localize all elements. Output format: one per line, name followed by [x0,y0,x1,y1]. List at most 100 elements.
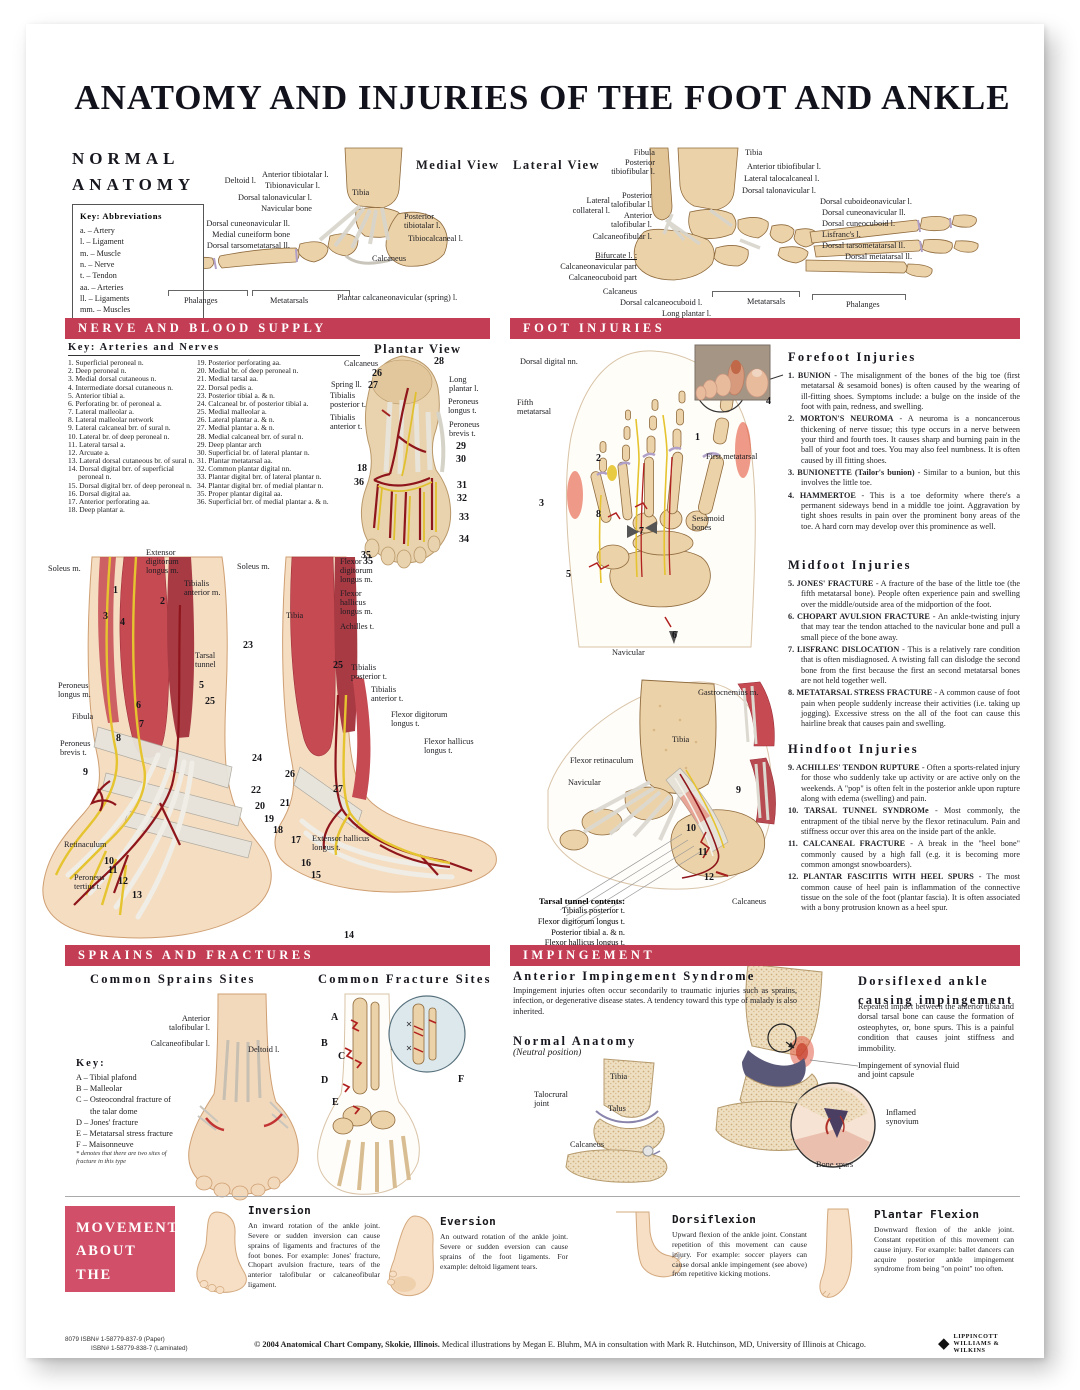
sprains-key-title: Key: [76,1058,106,1069]
tarsal-tunnel-item: Flexor digitorum longus t. [537,916,625,926]
impingement-normal-illustration [565,1058,668,1183]
artery-nerve-key-item: 3. Medial dorsal cutaneous n. [68,374,157,384]
dorsiflexed-text: Repeated impact between the anterior tib… [858,1002,1014,1053]
midfoot-injuries-block: Midfoot Injuries 5. JONES' FRACTURE - A … [788,558,1020,732]
abbreviation-item: aa. – Arteries [80,282,124,292]
common-sprains-title: Common Sprains Sites [90,972,256,986]
foot-injuries-dorsal-illustration [565,344,784,648]
plantar-flexion-title: Plantar Flexion [874,1208,980,1221]
fractures-foot-illustration [317,993,466,1195]
hindfoot-injury-item: 10. TARSAL TUNNEL SYNDROMe - Most common… [788,806,1020,836]
arteries-nerves-key-col2: 19. Posterior perforating aa.20. Medial … [197,358,359,506]
artery-nerve-key-item: 20. Medial br. of deep peroneal n. [197,366,299,376]
plantar-flexion-foot-icon [819,1208,853,1298]
artery-nerve-key-item: 36. Superficial brr. of medial plantar a… [197,496,329,506]
artery-nerve-key-item: 26. Lateral plantar a. & n. [197,415,275,425]
banner-foot-injuries: FOOT INJURIES [510,318,1020,339]
movement-box-line: MOVEMENT [76,1220,180,1236]
midfoot-injury-item: 8. METATARSAL STRESS FRACTURE - A common… [788,688,1021,729]
section-divider [65,1196,1020,1197]
forefoot-injury-item: 2. MORTON'S NEUROMA - A neuroma is a non… [788,414,1020,465]
eversion-text: An outward rotation of the ankle joint. … [440,1232,568,1271]
abbreviation-item: t. – Tendon [80,271,117,281]
tarsal-tunnel-title: Tarsal tunnel contents: [538,896,625,906]
banner-nerve-blood-supply: NERVE AND BLOOD SUPPLY [65,318,490,339]
artery-nerve-key-item: 4. Intermediate dorsal cutaneous n. [68,382,173,392]
hindfoot-injury-item: 9. ACHILLES' TENDON RUPTURE - Often a sp… [788,763,1020,803]
artery-nerve-key-item: 27. Medial plantar a. & n. [197,423,275,433]
dorsiflexion-text: Upward flexion of the ankle joint. Const… [672,1230,807,1279]
abbreviation-item: m. – Muscle [80,248,121,258]
anterior-impingement-text: Impingement injuries often occur seconda… [513,986,797,1016]
midfoot-injuries-heading: Midfoot Injuries [788,558,912,572]
sprains-key-item: E – Metatarsal stress fracture [76,1128,173,1138]
abbreviation-item: mm. – Muscles [80,305,131,315]
abbreviation-item: ll. – Ligaments [80,293,130,303]
isbn-block: 8079 ISBN# 1-58779-837-9 (Paper) ISBN# 1… [65,1336,188,1354]
lateral-phalanges-bracket [812,294,906,300]
forefoot-injury-item: 4. HAMMERTOE - This is a toe deformity w… [788,490,1020,531]
banner-sprains-fractures: SPRAINS AND FRACTURES [65,945,490,966]
abbreviation-item: n. – Nerve [80,259,115,269]
common-fractures-title: Common Fracture Sites [318,972,492,986]
sprains-key-item: B – Malleolar [76,1084,123,1094]
copyright-line: © 2004 Anatomical Chart Company, Skokie,… [240,1340,880,1349]
sprains-key-footnote: * denotes that there are two sites of fr… [76,1150,167,1165]
impingement-normal-sub: (Neutral position) [513,1048,582,1058]
sprains-foot-illustration [188,993,299,1201]
impingement-dorsiflexed-illustration [715,963,876,1168]
artery-nerve-key-item: 12. Arcuate a. [68,447,110,457]
dorsiflexed-heading: Dorsiflexed ankle causing impingement [858,974,1014,1007]
artery-nerve-key-item: 23. Posterior tibial a. & n. [197,390,275,400]
artery-nerve-key-item: 21. Medial tarsal aa. [197,374,259,384]
tarsal-tunnel-item: Tibialis posterior t. [561,906,625,915]
copyright-bold: © 2004 Anatomical Chart Company, Skokie,… [254,1340,440,1349]
artery-nerve-key-item: 6. Perforating br. of peroneal a. [68,398,162,408]
normal-anatomy-heading: NORMAL ANATOMY [72,149,196,195]
forefoot-injury-item: 1. BUNION - The misalignment of the bone… [788,371,1021,411]
artery-nerve-key-item: 8. Lateral malleolar network [68,415,154,425]
midfoot-injury-item: 7. LISFRANC DISLOCATION - This is a rela… [788,644,1020,685]
artery-nerve-key-item: 15. Dorsal digital brr. of deep peroneal… [68,480,192,490]
lateral-view-illustration [633,147,979,281]
hindfoot-injuries-block: Hindfoot Injuries 9. ACHILLES' TENDON RU… [788,742,1020,916]
sprains-key-item: F – Maisonneuve [76,1140,134,1150]
poster-title: ANATOMY AND INJURIES OF THE FOOT AND ANK… [74,78,1011,117]
artery-nerve-key-item: 17. Anterior perforating aa. [68,496,150,506]
plantar-flexion-text: Downward flexion of the ankle joint. Con… [874,1225,1014,1274]
artery-nerve-key-item: 18. Deep plantar a. [68,505,125,515]
artery-nerve-key-item: 31. Plantar metatarsal aa. [197,456,273,466]
hindfoot-injury-item: 11. CALCANEAL FRACTURE - A break in the … [788,839,1020,869]
tarsal-tunnel-item: Flexor hallicus longus t. [544,938,625,948]
forefoot-injuries-block: Forefoot Injuries 1. BUNION - The misali… [788,350,1020,534]
artery-nerve-key-item: 13. Lateral dorsal cutaneous br. of sura… [68,456,195,466]
artery-nerve-key-item: 1. Superficial peroneal n. [68,358,144,367]
forefoot-injuries-list: 1. BUNION - The misalignment of the bone… [788,371,1020,532]
arteries-nerves-key-title: Key: Arteries and Nerves [68,342,220,353]
inversion-text: An inward rotation of the ankle joint. S… [248,1221,380,1290]
hindfoot-injuries-heading: Hindfoot Injuries [788,742,919,756]
artery-nerve-key-item: 2. Deep peroneal n. [68,366,127,376]
artery-nerve-key-item: 34. Plantar digital brr. of medial plant… [197,480,324,490]
anterior-impingement-heading: Anterior Impingement Syndrome [513,969,756,983]
artery-nerve-key-item: 11. Lateral tarsal a. [68,439,126,449]
lateral-metatarsals-bracket [712,291,800,297]
banner-impingement: IMPINGEMENT [510,945,1020,966]
sprains-key-item: C – Osteocondral fracture of the talar d… [76,1095,171,1116]
artery-nerve-key-item: 7. Lateral malleolar a. [68,407,135,417]
dorsiflexion-title: Dorsiflexion [672,1213,757,1226]
dorsiflexion-foot-icon [616,1211,683,1278]
arteries-nerves-key-col1: 1. Superficial peroneal n.2. Deep perone… [68,358,196,515]
artery-nerve-key-item: 30. Superficial br. of lateral plantar n… [197,447,310,457]
impingement-normal-heading: Normal Anatomy [513,1034,637,1048]
tarsal-tunnel-item: Posterior tibial a. & n. [551,927,625,937]
artery-nerve-key-item: 32. Common plantar digital nn. [197,464,292,474]
movement-box-line: THE ANKLE [76,1266,137,1307]
hindfoot-injuries-list: 9. ACHILLES' TENDON RUPTURE - Often a sp… [788,763,1020,914]
abbreviations-key-title: Key: Abbreviations [80,211,163,221]
artery-nerve-key-item: 16. Dorsal digital aa. [68,488,131,498]
